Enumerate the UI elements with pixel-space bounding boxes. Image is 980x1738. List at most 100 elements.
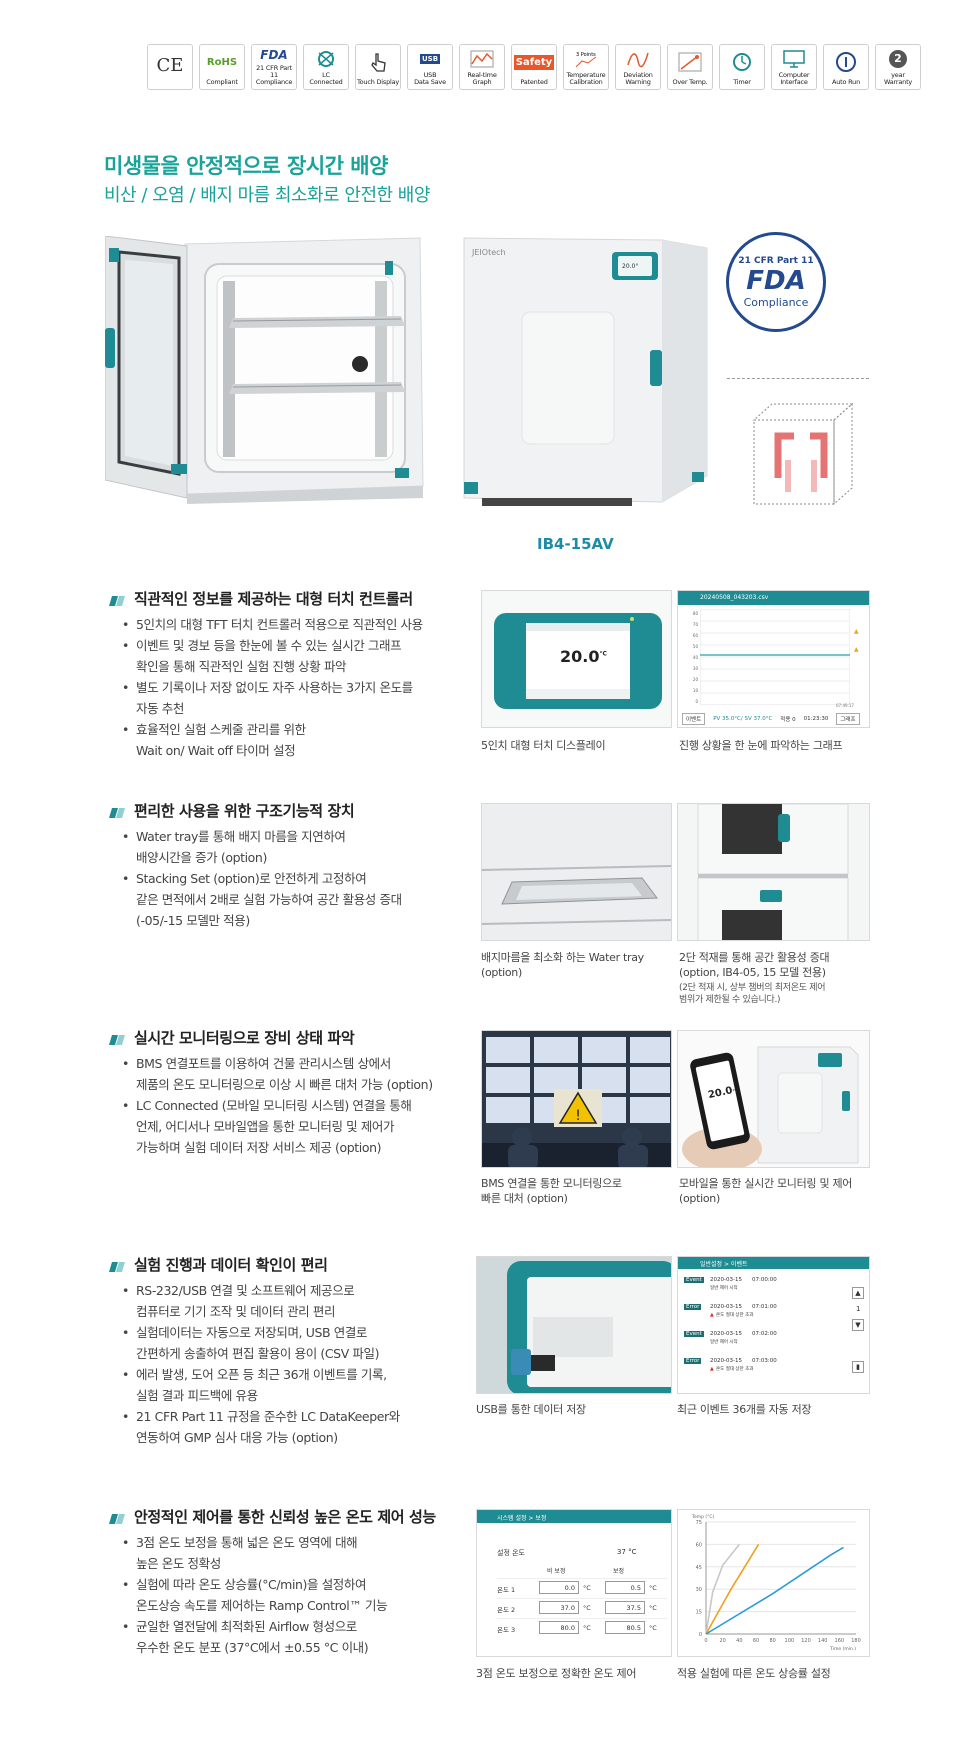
incubator-open-image <box>104 235 425 534</box>
chart-y-tick-label: 75 <box>696 1520 702 1526</box>
badge-icon-text: 2 <box>889 49 907 68</box>
events-page: 1 <box>856 1305 861 1313</box>
calibration-raw-input[interactable]: 80.0 <box>539 1621 579 1634</box>
bullet-item: BMS 연결포트를 이용하여 건물 관리시스템 상에서 제품의 온도 모니터링으… <box>122 1053 433 1095</box>
touch-display-topbar <box>526 623 630 631</box>
chart-y-tick-label: 30 <box>696 1587 702 1593</box>
badge-label: Over Temp. <box>672 78 708 86</box>
badge-auto-run: Auto Run <box>823 44 869 90</box>
touch-display-temp-value: 20.0 <box>560 647 600 666</box>
section4-caption-1: USB를 통한 데이터 저장 <box>476 1403 586 1416</box>
chart-y-tick-label: 15 <box>696 1610 702 1616</box>
graph-view-button[interactable]: 그래프 <box>836 713 860 725</box>
calibration-cal-input[interactable]: 37.5 <box>605 1601 645 1614</box>
graph-side-icons: ▲▲ <box>854 628 859 653</box>
graph-y-tick: 0 <box>695 699 698 704</box>
calibration-raw-input[interactable]: 37.0 <box>539 1601 579 1614</box>
calibration-title: 시스템 설정 > 보정 <box>497 1515 547 1522</box>
chart-x-tick-label: 20 <box>719 1638 725 1644</box>
calibration-row-label: 온도 3 <box>497 1626 516 1634</box>
lc-connected-icon <box>304 45 348 72</box>
calibration-col-raw: 비 보정 <box>547 1568 566 1575</box>
graph-screen-title: 20240508_043203.csv <box>700 594 769 601</box>
fda-icon: FDA <box>252 45 296 65</box>
section-title-text: 실험 진행과 데이터 확인이 편리 <box>134 1256 328 1274</box>
hero-subheadline: 비산 / 오염 / 배지 마름 최소화로 안전한 배양 <box>104 185 430 206</box>
section1-caption-1: 5인치 대형 터치 디스플레이 <box>481 739 606 752</box>
bullet-item: Stacking Set (option)로 안전하게 고정하여 같은 면적에서… <box>122 868 402 931</box>
bullet-item: 이벤트 및 경보 등을 한눈에 볼 수 있는 실시간 그래프 확인을 통해 직관… <box>122 635 423 677</box>
chart-series-line <box>705 1543 760 1635</box>
calibration-cal-input[interactable]: 0.5 <box>605 1581 645 1594</box>
event-type-badge: Event <box>684 1277 704 1283</box>
calibration-row-label: 온도 1 <box>497 1586 516 1594</box>
calibration-cal-input[interactable]: 80.5 <box>605 1621 645 1634</box>
badge-label: Patented <box>520 78 548 86</box>
computer-interface-icon <box>772 45 816 72</box>
stacking-set-panel <box>677 803 870 941</box>
badge-computer-interface: Computer Interface <box>771 44 817 90</box>
calibration-unit: °C <box>583 1604 591 1612</box>
graph-pv-sv: PV 35.0°C/ SV 37.0°C <box>713 716 773 722</box>
display-temperature: 20.0° <box>622 263 639 270</box>
badge-icon-text: Safety <box>513 54 555 70</box>
chart-x-tick-label: 180 <box>851 1638 861 1644</box>
section-bullets-touch-controller: 5인치의 대형 TFT 터치 컨트롤러 적용으로 직관적인 사용이벤트 및 경보… <box>122 614 423 761</box>
section-marker-icon <box>108 805 126 818</box>
graph-y-tick: 10 <box>692 688 698 693</box>
section-bullets-temperature-control: 3점 온도 보정을 통해 넓은 온도 영역에 대해 높은 온도 정확성실험에 따… <box>122 1532 388 1658</box>
bullet-item: 3점 온도 보정을 통해 넓은 온도 영역에 대해 높은 온도 정확성 <box>122 1532 387 1574</box>
calibration-row-label: 온도 2 <box>497 1606 516 1614</box>
event-description: 일반 제어 시작 <box>710 1340 738 1345</box>
chart-y-tick-label: 45 <box>696 1565 702 1571</box>
graph-elapsed-time: 01:23:30 <box>803 716 829 722</box>
event-date: 2020-03-15 <box>710 1277 742 1283</box>
badge-label: Real-time Graph <box>467 71 497 86</box>
calibration-header: 시스템 설정 > 보정 <box>477 1510 671 1523</box>
event-date: 2020-03-15 <box>710 1358 742 1364</box>
section2-note: (2단 적재 시, 상부 챔버의 최저온도 제어 범위가 제한될 수 있습니다.… <box>679 983 826 1005</box>
auto-run-icon <box>824 45 868 79</box>
chart-x-tick-label: 60 <box>753 1638 759 1644</box>
graph-y-tick: 30 <box>692 666 698 671</box>
chart-x-tick-label: 140 <box>818 1638 828 1644</box>
graph-screen-header: 20240508_043203.csv <box>678 591 869 605</box>
events-scroll-up-button[interactable]: ▲ <box>852 1287 864 1299</box>
water-tray-panel <box>481 803 672 941</box>
graph-y-tick: 60 <box>692 633 698 638</box>
graph-event-button[interactable]: 이벤트 <box>682 713 706 725</box>
events-scroll-down-button[interactable]: ▼ <box>852 1319 864 1331</box>
section1-caption-2: 진행 상황을 한 눈에 파악하는 그래프 <box>679 739 843 752</box>
badge-icon-text: RoHS <box>206 56 238 68</box>
event-date: 2020-03-15 <box>710 1331 742 1337</box>
badge-ce-mark: CE <box>147 44 193 90</box>
event-time: 07:01:00 <box>752 1304 777 1310</box>
event-type-badge: Error <box>684 1304 702 1310</box>
hero-headline: 미생물을 안정적으로 장시간 배양 <box>104 154 388 178</box>
badge-label: Touch Display <box>356 78 400 86</box>
calibration-unit: °C <box>649 1584 657 1592</box>
bullet-item: 에러 발생, 도어 오픈 등 최근 36개 이벤트를 기록, 실험 결과 피드백… <box>122 1364 400 1406</box>
graph-y-tick: 20 <box>692 677 698 682</box>
temperature-calibration-icon: 3 Points <box>564 45 608 72</box>
badge-icon-text: USB <box>419 53 441 64</box>
events-delete-button[interactable]: ▮ <box>852 1361 864 1373</box>
chart-x-tick-label: 160 <box>835 1638 845 1644</box>
calibration-raw-input[interactable]: 0.0 <box>539 1581 579 1594</box>
badge-label: Timer <box>733 78 751 86</box>
event-time: 07:02:00 <box>752 1331 777 1337</box>
badge-label: USB Data Save <box>414 71 446 86</box>
section-marker-icon <box>108 593 126 606</box>
bullet-item: RS-232/USB 연결 및 소프트웨어 제공으로 컴퓨터로 기기 조작 및 … <box>122 1280 400 1322</box>
safety-icon: Safety <box>512 45 556 79</box>
badge-label: Temperature Calibration <box>566 71 606 86</box>
section-title-temperature-control: 안정적인 제어를 통한 신뢰성 높은 온도 제어 성능 <box>108 1506 436 1527</box>
event-description: 온도 절대 상한 초과 <box>716 1367 754 1372</box>
